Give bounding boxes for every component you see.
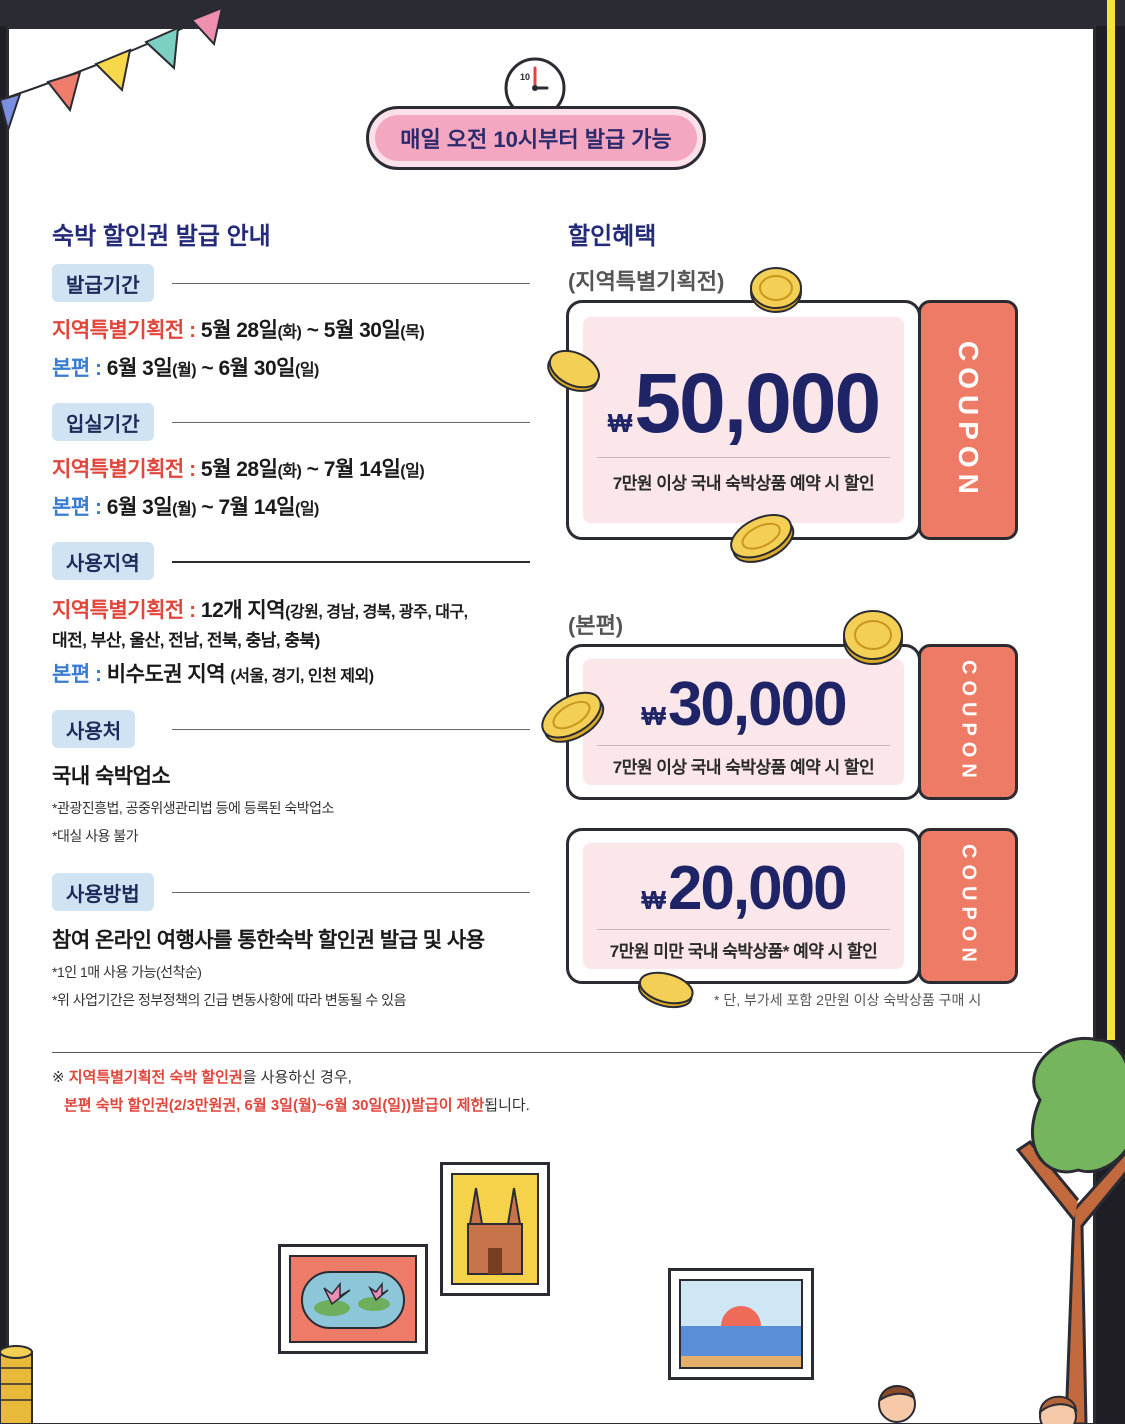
coupon-desc: 7만원 미만 국내 숙박상품* 예약 시 할인	[609, 942, 878, 961]
gold-coin-icon	[750, 267, 802, 313]
coupon-amount: ₩50,000	[607, 356, 881, 450]
gold-coin-icon	[637, 971, 694, 1009]
warning-line-2: 본편 숙박 할인권(2/3만원권, 6월 3일(월)~6월 30일(일))발급이…	[64, 1097, 530, 1114]
usage-place-main: 국내 숙박업소	[52, 765, 171, 788]
coupon-amount: ₩30,000	[641, 670, 847, 739]
coupon-body: ₩50,000 7만원 이상 국내 숙박상품 예약 시 할인	[566, 300, 921, 540]
usage-method-note-2: *위 사업기간은 정부정책의 긴급 변동사항에 따라 변동될 수 있음	[52, 992, 406, 1008]
coin-stack-icon	[0, 1345, 33, 1424]
issue-time-banner: 매일 오전 10시부터 발급 가능	[366, 106, 706, 170]
issuance-guide-title: 숙박 할인권 발급 안내	[52, 223, 271, 250]
section-rule	[172, 729, 530, 730]
coupon-separator	[597, 929, 890, 930]
coupon-stub: COUPON	[918, 828, 1018, 984]
coupon-body: ₩30,000 7만원 이상 국내 숙박상품 예약 시 할인	[566, 644, 921, 800]
coupon-desc: 7만원 이상 국내 숙박상품 예약 시 할인	[612, 474, 875, 493]
tag-checkin-period: 입실기간	[52, 403, 154, 441]
coupon-inner: ₩50,000 7만원 이상 국내 숙박상품 예약 시 할인	[583, 317, 904, 523]
checkin-period-main: 본편 : 6월 3일(월) ~ 7월 14일(일)	[52, 496, 319, 519]
usage-place-note-1: *관광진흥법, 공중위생관리법 등에 등록된 숙박업소	[52, 800, 334, 816]
coupon-inner: ₩20,000 7만원 미만 국내 숙박상품* 예약 시 할인	[583, 843, 904, 969]
issue-period-main: 본편 : 6월 3일(월) ~ 6월 30일(일)	[52, 357, 319, 380]
region-special: 지역특별기획전 : 12개 지역(강원, 경남, 경북, 광주, 대구,	[52, 599, 468, 622]
bunting-decoration	[0, 6, 226, 134]
coupon-desc: 7만원 이상 국내 숙박상품 예약 시 할인	[612, 758, 875, 777]
coupon-footnote: * 단, 부가세 포함 2만원 이상 숙박상품 구매 시	[714, 992, 982, 1008]
sunset-picture-frame	[668, 1268, 814, 1380]
coupon-separator	[597, 745, 890, 746]
gold-coin-icon	[730, 513, 795, 563]
special-exhibition-label: (지역특별기획전)	[568, 269, 725, 294]
issue-time-text: 매일 오전 10시부터 발급 가능	[400, 127, 672, 152]
coupon-body: ₩20,000 7만원 미만 국내 숙박상품* 예약 시 할인	[566, 828, 921, 984]
usage-method-note-1: *1인 1매 사용 가능(선착순)	[52, 964, 202, 980]
coupon-stub: COUPON	[918, 300, 1018, 540]
issue-period-special: 지역특별기획전 : 5월 28일(화) ~ 5월 30일(목)	[52, 319, 425, 342]
tag-usage-method: 사용방법	[52, 873, 154, 911]
tag-issue-period: 발급기간	[52, 264, 154, 302]
discount-benefit-title: 할인혜택	[568, 223, 657, 250]
tag-usage-region: 사용지역	[52, 542, 154, 580]
coupon-30000: ₩30,000 7만원 이상 국내 숙박상품 예약 시 할인 COUPON	[566, 644, 1018, 800]
main-exhibition-label: (본편)	[568, 613, 624, 638]
section-rule	[172, 283, 530, 284]
side-stripe	[1107, 0, 1115, 1040]
region-main: 본편 : 비수도권 지역 (서울, 경기, 인천 제외)	[52, 663, 374, 686]
gold-coin-icon	[541, 691, 605, 743]
usage-method-main: 참여 온라인 여행사를 통한숙박 할인권 발급 및 사용	[52, 929, 485, 952]
person-illustration	[1038, 1395, 1078, 1424]
top-border	[0, 0, 1125, 26]
coupon-inner: ₩30,000 7만원 이상 국내 숙박상품 예약 시 할인	[583, 659, 904, 785]
clock-number: 10	[520, 72, 530, 82]
coupon-20000: ₩20,000 7만원 미만 국내 숙박상품* 예약 시 할인 COUPON	[566, 828, 1018, 984]
usage-place-note-2: *대실 사용 불가	[52, 828, 139, 844]
lotus-picture-frame	[278, 1244, 428, 1354]
coupon-stub: COUPON	[918, 644, 1018, 800]
tree-illustration	[1015, 1037, 1125, 1424]
coupon-50000: ₩50,000 7만원 이상 국내 숙박상품 예약 시 할인 COUPON	[566, 300, 1018, 540]
coupon-amount: ₩20,000	[641, 854, 847, 923]
person-illustration	[878, 1385, 916, 1423]
checkin-period-special: 지역특별기획전 : 5월 28일(화) ~ 7월 14일(일)	[52, 458, 425, 481]
warning-divider	[52, 1052, 1042, 1053]
coupon-separator	[597, 457, 890, 458]
section-rule	[172, 892, 530, 893]
tag-usage-place: 사용처	[52, 710, 136, 748]
gold-coin-icon	[843, 610, 903, 665]
cathedral-picture-frame	[440, 1162, 550, 1296]
warning-line-1: ※ 지역특별기획전 숙박 할인권을 사용하신 경우,	[52, 1069, 352, 1086]
gold-coin-icon	[547, 349, 600, 392]
region-special-cont: 대전, 부산, 울산, 전남, 전북, 충남, 충북)	[52, 631, 320, 650]
section-rule	[172, 422, 530, 423]
section-rule	[172, 561, 530, 563]
